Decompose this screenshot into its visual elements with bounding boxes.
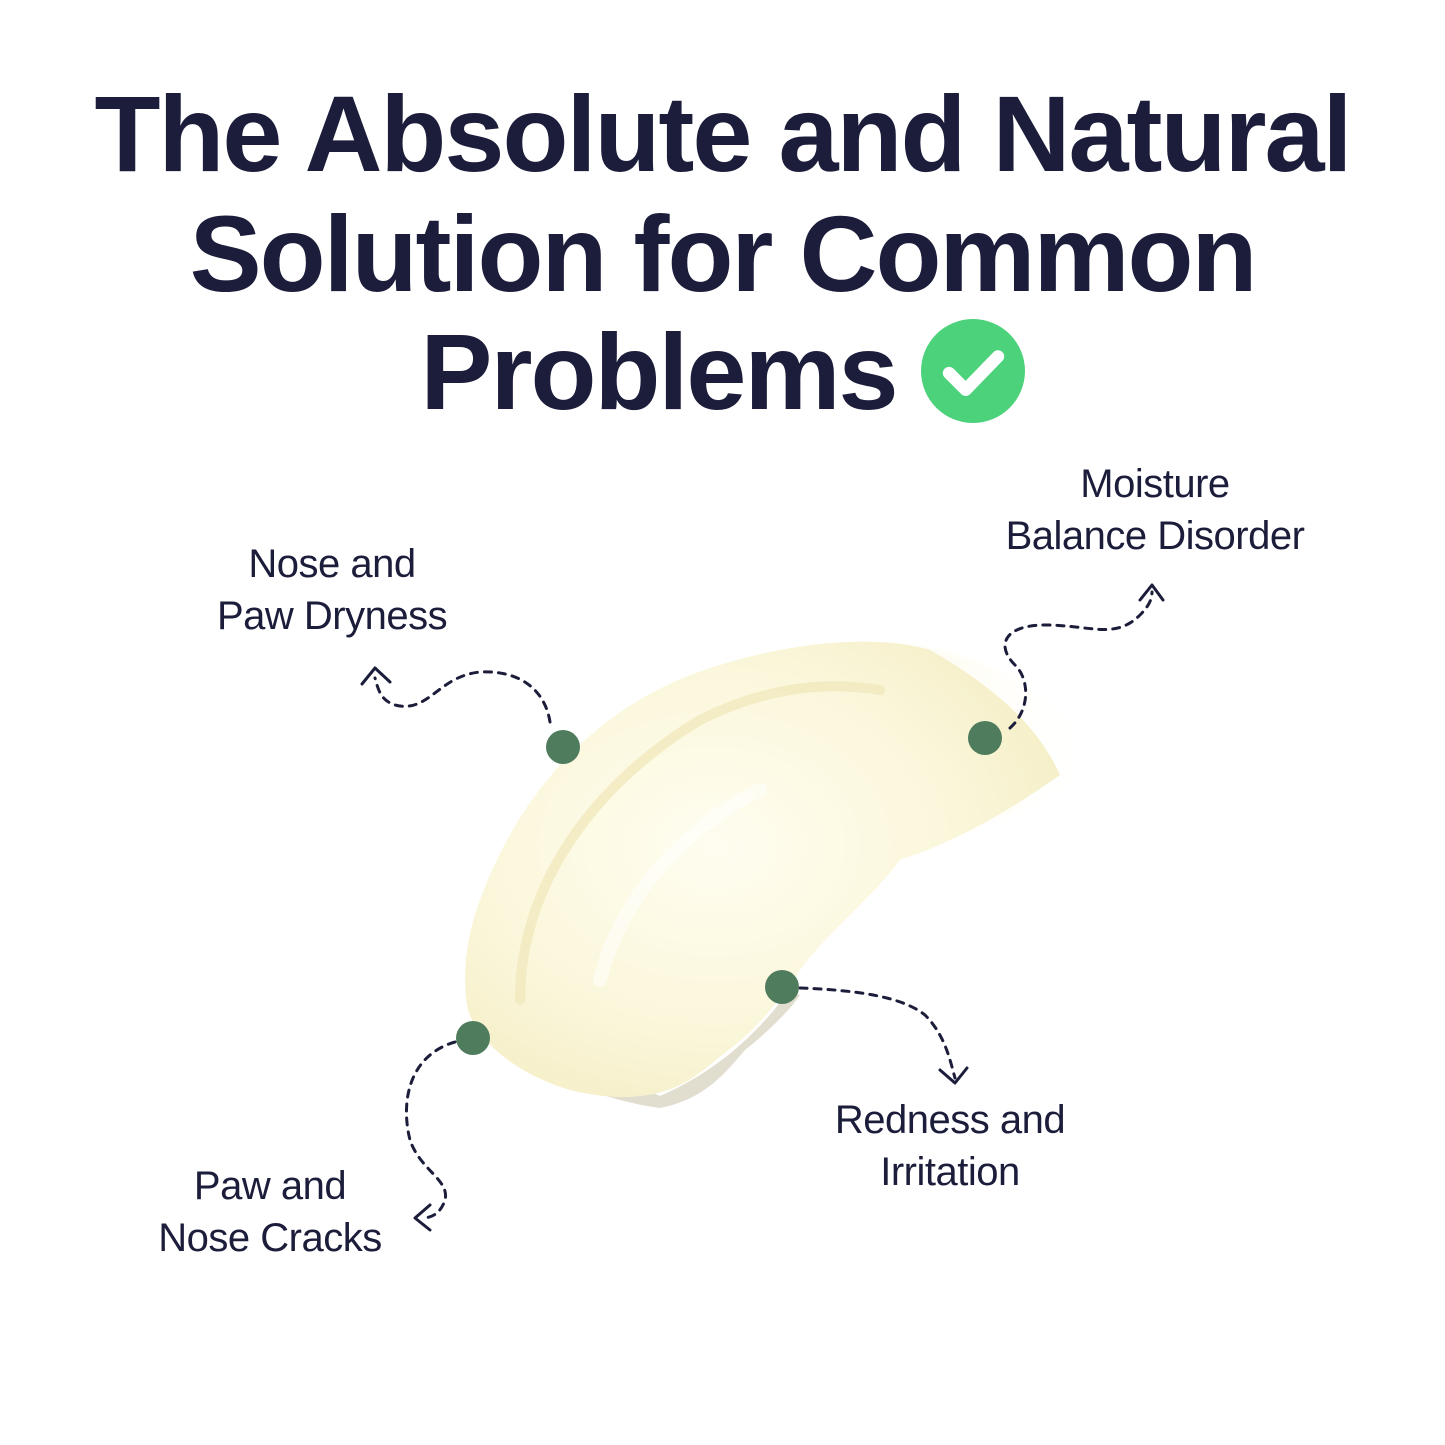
balm-shadow [470,990,800,1108]
connector-cracks [404,1040,457,1232]
marker-dot-moisture [968,721,1002,755]
callout-moisture-line-1: Moisture [1080,462,1230,506]
arrowhead-cracks [413,1203,432,1232]
headline-line-3: Problems [0,312,1445,432]
callout-cracks-line-2: Nose Cracks [158,1216,382,1260]
arrowhead-nose [360,666,392,686]
marker-dot-cracks [456,1021,490,1055]
balm-swatch [465,641,1060,1097]
callout-paw-nose-cracks: Paw and Nose Cracks [120,1160,420,1264]
callout-nose-paw-dryness: Nose and Paw Dryness [182,538,482,642]
arrowhead-moisture [1138,583,1165,602]
headline-line-3-text: Problems [420,311,898,432]
headline-line-1: The Absolute and Natural [94,73,1352,194]
marker-dot-nose [546,730,580,764]
callout-redness-irritation: Redness and Irritation [800,1094,1100,1198]
callout-redness-line-1: Redness and [834,1098,1066,1142]
callout-moisture-line-2: Balance Disorder [1005,514,1305,558]
marker-dot-redness [765,970,799,1004]
callout-moisture-balance: Moisture Balance Disorder [960,458,1350,562]
connector-redness [798,986,969,1085]
balm-highlight [593,783,767,987]
connector-moisture [1003,583,1165,730]
callout-nose-line-2: Paw Dryness [216,594,448,638]
connector-nose [360,666,552,724]
callout-redness-line-2: Irritation [880,1150,1020,1194]
check-circle-icon [920,319,1025,423]
headline-line-2: Solution for Common [189,193,1258,314]
callout-nose-line-1: Nose and [248,542,416,586]
arrowhead-redness [938,1066,969,1085]
callout-cracks-line-1: Paw and [193,1164,347,1208]
balm-ridge [515,681,885,1005]
